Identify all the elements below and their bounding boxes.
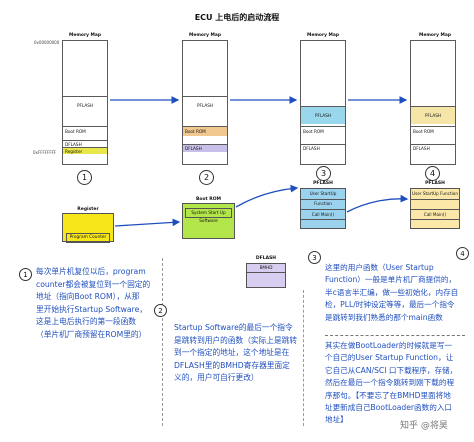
arrow-bootrom-to-pflash3 [235, 184, 299, 208]
explanation-3-line: 检，PLL/时钟设定等等，最后一个指令 [325, 300, 455, 310]
text-marker-4: 4 [456, 247, 469, 260]
step-circle-3: 3 [316, 166, 331, 181]
register-box-title: Register [77, 207, 99, 212]
register-segment-1: Register [63, 147, 107, 154]
call-main-cell-4: Call Main() [411, 209, 459, 220]
pflash4-box: User StartUp Function Call Main() [410, 188, 460, 229]
text-marker-3: 3 [308, 251, 321, 264]
explanation-text-2: Startup Software的最后一个指令 是跳转到用户的函数（实际上是跳转… [174, 322, 302, 385]
memory-map-3: PFLASH Boot ROM DFLASH [300, 40, 346, 165]
explanation-1-line: 这是上电后执行的第一段函数 [36, 317, 136, 327]
explanation-4-line: 地址】 [325, 415, 348, 425]
pflash-segment-3: PFLASH [301, 106, 345, 124]
memory-map-3-title: Memory Map [307, 33, 339, 38]
explanation-4-line: 序那句。【不要忘了在BMHD里面将地 [325, 390, 451, 400]
explanation-4-line: 其实在做BootLoader的时候就是写一 [325, 341, 453, 350]
bootrom-segment-3: Boot ROM [301, 126, 345, 136]
addr-top-1: 0x00000000 [34, 40, 60, 45]
arrow-register-to-bootrom [114, 218, 181, 227]
explanation-2-line: 到一个指定的地址，这个地址是在 [174, 348, 290, 358]
diagram-title: ECU 上电后的启动流程 [194, 13, 280, 22]
addr-bottom-1: 0xFFFFFFFF [33, 150, 57, 155]
explanation-1-line: 每次单片机复位以后，program [36, 267, 146, 276]
program-counter-cell: Program Counter [66, 233, 110, 243]
pflash3-box: User StartUp Function Call Main() [300, 188, 346, 229]
explanation-3-line: Function）一般是单片机厂商提供的， [325, 275, 457, 285]
pflash-segment-1: PFLASH [63, 96, 107, 114]
memory-map-2: PFLASH Boot ROM DFLASH [182, 40, 228, 165]
separator-left [162, 258, 163, 426]
pflash4-box-title: PFLASH [425, 181, 445, 186]
explanation-1-line: 里开始执行Startup Software， [36, 304, 147, 314]
arrow-pflash3-to-pflash4 [346, 194, 409, 213]
explanation-text-1: 每次单片机复位以后，program counter都会被复位到一个固定的 地址（… [36, 266, 164, 342]
dflash-box: BMHD [246, 263, 286, 288]
explanation-4-line: 然后在最后一个指令跳转到刚下载的程 [325, 378, 455, 388]
separator-horizontal [325, 335, 465, 336]
explanation-2-line: DFLASH里的BMHD寄存器里面定 [174, 360, 290, 370]
dflash-segment-3: DFLASH [301, 144, 345, 152]
dflash-box-title: DFLASH [255, 256, 277, 261]
explanation-text-4: 其实在做BootLoader的时候就是写一 个自己的User Startup F… [325, 340, 471, 427]
user-startup-function-cell-4: User StartUp Function [411, 189, 459, 200]
step-circle-4: 4 [425, 166, 440, 181]
watermark: 知乎 @将昊 [400, 421, 448, 431]
startup-software-cell: System Start Up Software [185, 208, 232, 223]
memory-map-4: PFLASH Boot ROM DFLASH [410, 40, 456, 165]
explanation-1-line: （单片机厂商预留在ROM里的） [36, 329, 147, 339]
memory-map-1-title: Memory Map [69, 33, 101, 38]
call-main-cell-3: Call Main() [301, 209, 345, 220]
pflash-segment-4: PFLASH [411, 106, 455, 124]
dflash-segment-2: DFLASH [183, 144, 227, 152]
pflash-segment-2: PFLASH [183, 96, 227, 114]
explanation-3-line: 这里的用户函数（User Startup [325, 263, 434, 272]
explanation-1-line: counter都会被复位到一个固定的 [36, 279, 151, 289]
register-box: Program Counter [62, 213, 114, 243]
memory-map-1: PFLASH Boot ROM DFLASH Register [62, 40, 108, 165]
bootrom-box-title: Boot ROM [195, 197, 222, 202]
memory-map-2-title: Memory Map [189, 33, 221, 38]
step-circle-2: 2 [199, 170, 214, 185]
bmhd-cell: BMHD [247, 264, 285, 273]
text-marker-1: 1 [19, 268, 32, 281]
explanation-3-line: 是跳转到我们熟悉的那个main函数 [325, 312, 443, 322]
user-startup-function-cell-3: User StartUp Function [301, 189, 345, 206]
explanation-2-line: 义的，用户可自行更改） [174, 373, 259, 383]
bootrom-segment-4: Boot ROM [411, 126, 455, 136]
explanation-text-3: 这里的用户函数（User Startup Function）一般是单片机厂商提供… [325, 262, 471, 324]
pflash3-box-title: PFLASH [313, 181, 333, 186]
explanation-2-line: Startup Software的最后一个指令 [174, 323, 293, 332]
explanation-3-line: 半c语言半汇编，做一些初始化，内存自 [325, 287, 459, 297]
dflash-segment-4: DFLASH [411, 144, 455, 152]
bootrom-segment-1: Boot ROM [63, 126, 107, 136]
explanation-4-line: 它自己从CAN/SCI 口下载程序，存储， [325, 365, 458, 375]
bootrom-box: System Start Up Software [182, 203, 235, 239]
explanation-4-line: 址更新成自己BootLoader函数的入口 [325, 403, 453, 413]
explanation-2-line: 是跳转到用户的函数（实际上是跳转 [174, 335, 298, 345]
dflash-segment-1: DFLASH [63, 140, 107, 147]
text-marker-2: 2 [154, 304, 167, 317]
explanation-1-line: 地址（指向Boot ROM），从那 [36, 292, 140, 302]
bootrom-segment-2: Boot ROM [183, 126, 227, 136]
separator-right [303, 290, 304, 426]
step-circle-1: 1 [77, 170, 92, 185]
explanation-4-line: 个自己的User Startup Function，让 [325, 353, 454, 363]
memory-map-4-title: Memory Map [419, 33, 451, 38]
